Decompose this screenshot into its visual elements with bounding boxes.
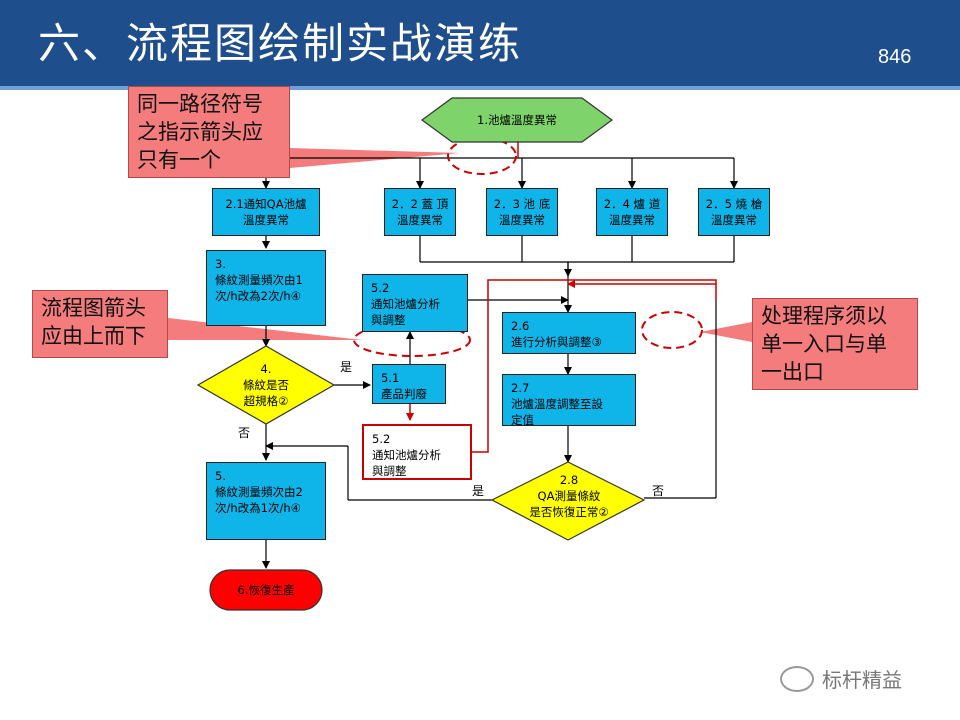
process-box-3: 3. 條紋測量頻次由1 次/h改為2次/h④ bbox=[206, 250, 326, 326]
page-title: 六、流程图绘制实战演练 bbox=[38, 19, 523, 68]
process-box-5-2-upper: 5.2 通知池爐分析 與調整 bbox=[362, 274, 468, 332]
callout-pointer-single-io bbox=[700, 322, 752, 342]
process-box-5-2-lower: 5.2 通知池爐分析 與調整 bbox=[362, 424, 472, 480]
end-node: 6.恢復生產 bbox=[237, 583, 295, 597]
process-box-2-7: 2.7 池爐溫度調整至設 定值 bbox=[502, 374, 636, 427]
callout-arrow-direction: 流程图箭头 应由上而下 bbox=[32, 290, 168, 358]
title-bar-underline bbox=[0, 86, 960, 90]
label-no-decision-4: 否 bbox=[238, 426, 251, 440]
title-bar bbox=[0, 0, 960, 86]
wechat-icon bbox=[780, 665, 814, 692]
start-hexagon bbox=[420, 97, 614, 143]
label-yes-decision-2-8: 是 bbox=[472, 484, 485, 498]
process-box-2-4: 2．4 爐 道 溫度異常 bbox=[596, 188, 668, 236]
decision-diamond-2-8 bbox=[490, 461, 646, 541]
label-yes-decision-4: 是 bbox=[340, 360, 353, 374]
decision-4-text: 4. 條紋是否 超規格② bbox=[243, 362, 289, 408]
decision-diamond-4 bbox=[196, 345, 336, 425]
page-number: 846 bbox=[878, 46, 912, 68]
callout-single-arrow: 同一路径符号 之指示箭头应 只有一个 bbox=[128, 86, 290, 178]
process-box-5-1: 5.1 產品判廢 bbox=[372, 364, 446, 404]
highlight-ellipse-entry bbox=[447, 137, 517, 175]
process-box-5: 5. 條紋測量頻次由2 次/h改為1次/h④ bbox=[206, 462, 326, 540]
watermark: 标杆精益 bbox=[780, 664, 902, 693]
process-box-2-2: 2．2 蓋 頂 溫度異常 bbox=[384, 188, 456, 236]
process-box-2-5: 2．5 燒 槍 溫度異常 bbox=[698, 188, 770, 236]
process-box-2-6: 2.6 進行分析與調整③ bbox=[502, 312, 636, 354]
process-box-2-3: 2．3 池 底 溫度異常 bbox=[486, 188, 558, 236]
end-terminator bbox=[209, 569, 323, 611]
decision-2-8-text: 2.8 QA測量條紋 是否恢復正常② bbox=[529, 473, 609, 519]
callout-single-entry-exit: 处理程序须以 单一入口与单 一出口 bbox=[752, 298, 918, 390]
process-box-2-1: 2.1通知QA池爐 溫度異常 bbox=[212, 188, 320, 236]
watermark-text: 标杆精益 bbox=[822, 668, 902, 692]
highlight-ellipse-single-io bbox=[641, 311, 703, 349]
start-node: 1.池爐溫度異常 bbox=[477, 113, 557, 127]
label-no-decision-2-8: 否 bbox=[652, 484, 665, 498]
